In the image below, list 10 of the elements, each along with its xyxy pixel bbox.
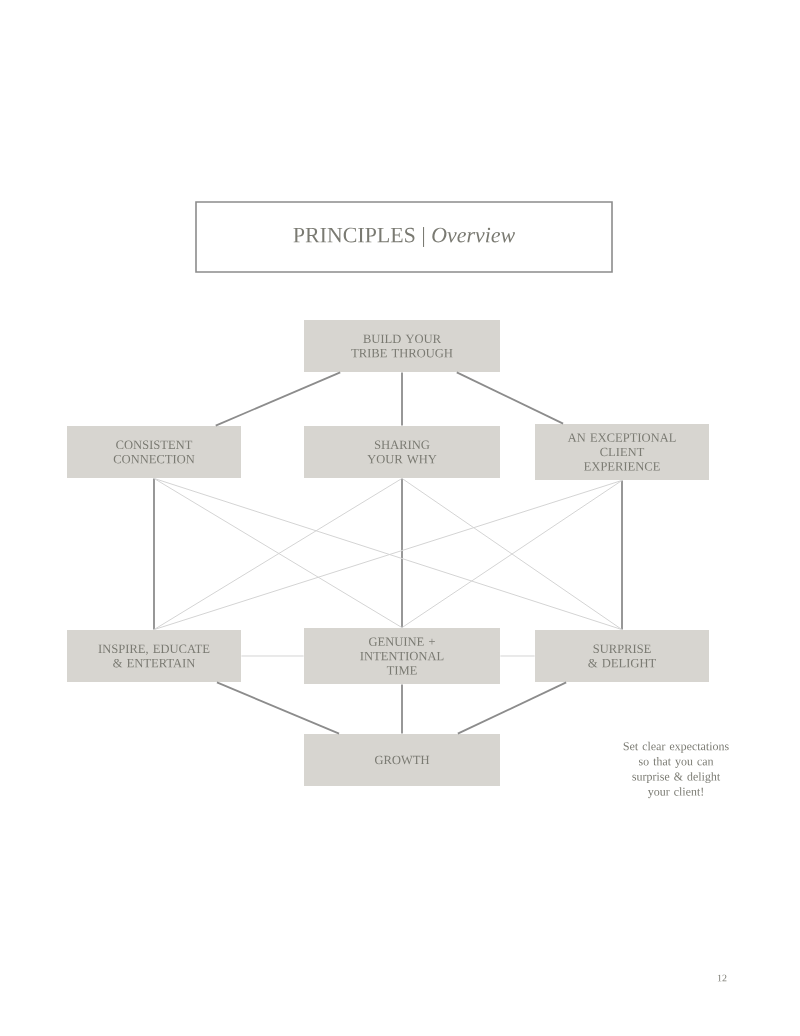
connector-line [401, 683, 403, 735]
connector-line [214, 371, 342, 427]
connector-line [401, 371, 403, 427]
title-box: PRINCIPLES | Overview [195, 201, 613, 273]
connector-line [153, 477, 155, 631]
connector-line [401, 477, 403, 629]
connector-line [455, 371, 564, 425]
connector-line [621, 479, 623, 631]
connector-line [456, 681, 568, 735]
connector-line [216, 681, 340, 735]
